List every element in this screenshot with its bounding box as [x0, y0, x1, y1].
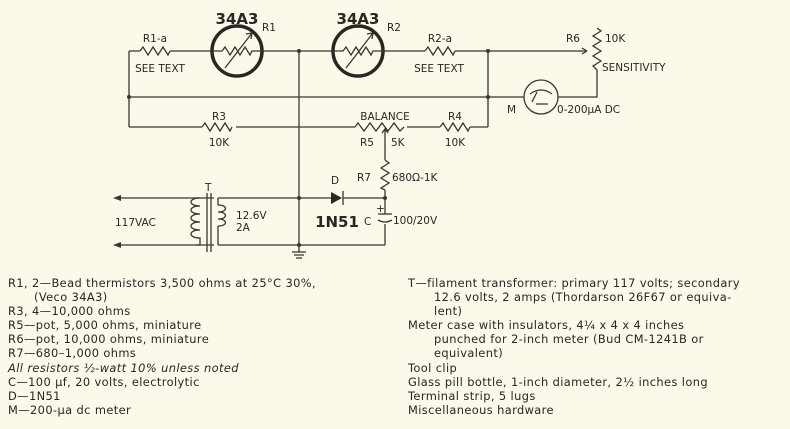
capacitor-icon	[377, 213, 393, 223]
ground-icon	[292, 245, 306, 259]
thermistor-r1	[210, 24, 264, 78]
pot-r6-wiper-arrow	[581, 47, 588, 55]
r6-value: 10K	[605, 33, 626, 45]
meter-label: M	[507, 104, 516, 116]
part-item: C—100 µf, 20 volts, electrolytic	[8, 374, 200, 389]
cap-polarity: +	[376, 203, 385, 215]
diode-icon	[331, 191, 344, 205]
secondary-current: 2A	[236, 222, 251, 234]
r1-label: R1	[262, 22, 276, 34]
pot-r5	[354, 121, 405, 133]
meter-value: 0-200µA DC	[557, 104, 620, 116]
r2a-value: SEE TEXT	[414, 63, 464, 75]
resistor-r4	[439, 121, 471, 133]
r3-label: R3	[212, 111, 226, 123]
r5-label: R5	[360, 137, 374, 149]
resistor-r7	[379, 159, 391, 191]
thermistor-r2	[331, 24, 385, 78]
parts-list-left: R1, 2—Bead thermistors 3,500 ohms at 25°…	[8, 276, 316, 417]
part-item: punched for 2-inch meter (Bud CM-1241B o…	[434, 332, 704, 347]
part-item: M—200-µa dc meter	[8, 402, 132, 417]
r5-name: BALANCE	[360, 111, 409, 123]
r2a-label: R2-a	[428, 33, 452, 45]
resistor-r2a	[424, 45, 456, 57]
part-item: R6—pot, 10,000 ohms, miniature	[8, 332, 210, 347]
part-item: (Veco 34A3)	[34, 290, 108, 305]
part-item: 12.6 volts, 2 amps (Thordarson 26F67 or …	[434, 290, 732, 305]
part-item: D—1N51	[8, 388, 61, 403]
part-item: Terminal strip, 5 lugs	[408, 388, 536, 403]
part-item: R7—680–1,000 ohms	[8, 346, 137, 361]
diode-label: D	[331, 175, 339, 187]
r1a-label: R1-a	[143, 33, 167, 45]
r7-value: 680Ω-1K	[392, 172, 439, 184]
pot-r6	[591, 27, 603, 72]
transformer-icon	[190, 193, 228, 252]
r2-type-label: 34A3	[337, 10, 380, 28]
part-item: T—filament transformer: primary 117 volt…	[408, 276, 740, 290]
r4-label: R4	[448, 111, 462, 123]
r6-name: SENSITIVITY	[602, 62, 666, 74]
part-item: Glass pill bottle, 1-inch diameter, 2½ i…	[408, 374, 708, 389]
r7-label: R7	[357, 172, 371, 184]
input-arrows	[113, 195, 121, 248]
cap-value: 100/20V	[393, 215, 438, 227]
parts-list-right: T—filament transformer: primary 117 volt…	[408, 276, 740, 417]
secondary-voltage: 12.6V	[236, 210, 267, 222]
pot-r5-wiper-arrow	[381, 127, 389, 136]
cap-label: C	[364, 216, 371, 228]
part-note: All resistors ½-watt 10% unless noted	[8, 360, 239, 375]
transformer-label: T	[204, 182, 212, 194]
resistor-r3	[201, 121, 233, 133]
resistor-r1a	[139, 45, 171, 57]
diode-value: 1N51	[315, 213, 359, 231]
r3-value: 10K	[209, 137, 230, 149]
r1-type-label: 34A3	[216, 10, 259, 28]
part-item: Miscellaneous hardware	[408, 402, 554, 417]
r6-label: R6	[566, 33, 580, 45]
part-item: R3, 4—10,000 ohms	[8, 304, 131, 319]
r4-value: 10K	[445, 137, 466, 149]
part-item: Tool clip	[408, 360, 458, 375]
input-voltage: 117VAC	[115, 217, 156, 229]
part-item: R1, 2—Bead thermistors 3,500 ohms at 25°…	[8, 276, 316, 290]
part-item: Meter case with insulators, 4¼ x 4 x 4 i…	[408, 318, 685, 333]
r2-label: R2	[387, 22, 401, 34]
r5-value: 5K	[391, 137, 406, 149]
r1a-value: SEE TEXT	[135, 63, 185, 75]
wires	[120, 50, 598, 246]
part-item: equivalent)	[434, 346, 504, 361]
part-item: lent)	[434, 304, 463, 319]
part-item: R5—pot, 5,000 ohms, miniature	[8, 318, 202, 333]
meter-icon	[523, 79, 559, 115]
schematic-diagram: 34A3 R1 34A3 R2 R1-a SEE TEXT R2-a SEE T…	[113, 10, 666, 259]
